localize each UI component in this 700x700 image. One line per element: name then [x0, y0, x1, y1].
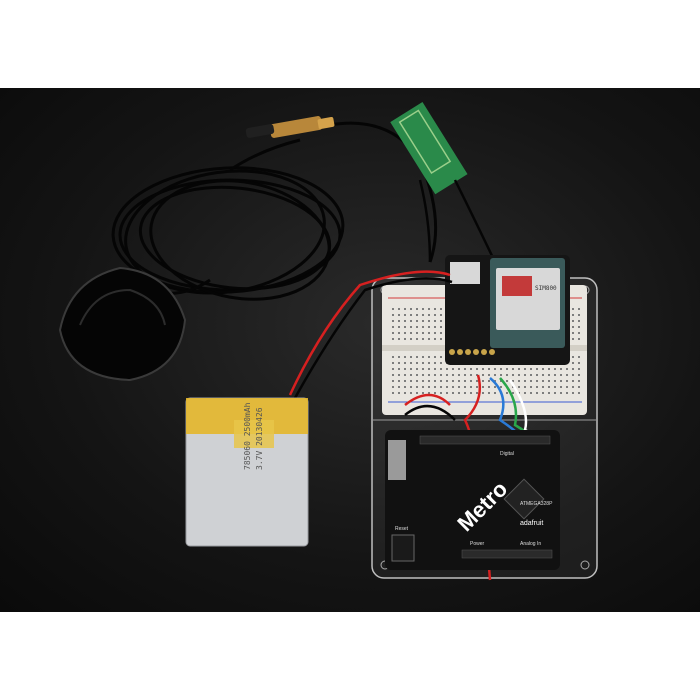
- board-reset-label: Reset: [395, 526, 409, 532]
- board-chip-text: ATMEGA328P: [520, 501, 553, 507]
- lipo-battery: 785060 2500mAh 3.7V 20130426: [185, 397, 309, 547]
- board-header-power: Power: [470, 541, 485, 547]
- gsm-pcb-antenna: [390, 101, 497, 263]
- battery-leads: [288, 270, 453, 399]
- gps-cable-coil: [111, 121, 438, 301]
- board-header-analog: Analog In: [520, 541, 541, 547]
- sma-connector: [245, 116, 335, 138]
- metro-headers: [419, 435, 553, 559]
- board-header-digital: Digital: [500, 451, 514, 457]
- board-logo-text: adafruit: [520, 520, 543, 527]
- product-photo: SIM800 Metro adafruit ATMEGA328P Power A…: [0, 88, 700, 612]
- fona-gsm-board: SIM800: [445, 255, 570, 365]
- photo-scene: SIM800 Metro adafruit ATMEGA328P Power A…: [58, 101, 598, 581]
- battery-label-line1: 785060 2500mAh: [243, 402, 252, 470]
- battery-label-line2: 3.7V 20130426: [255, 407, 264, 470]
- fona-header-pins: [449, 349, 495, 355]
- gps-antenna-puck: [58, 266, 187, 382]
- gsm-module-label: SIM800: [535, 285, 557, 292]
- metro-board: Metro adafruit ATMEGA328P Power Analog I…: [385, 430, 560, 570]
